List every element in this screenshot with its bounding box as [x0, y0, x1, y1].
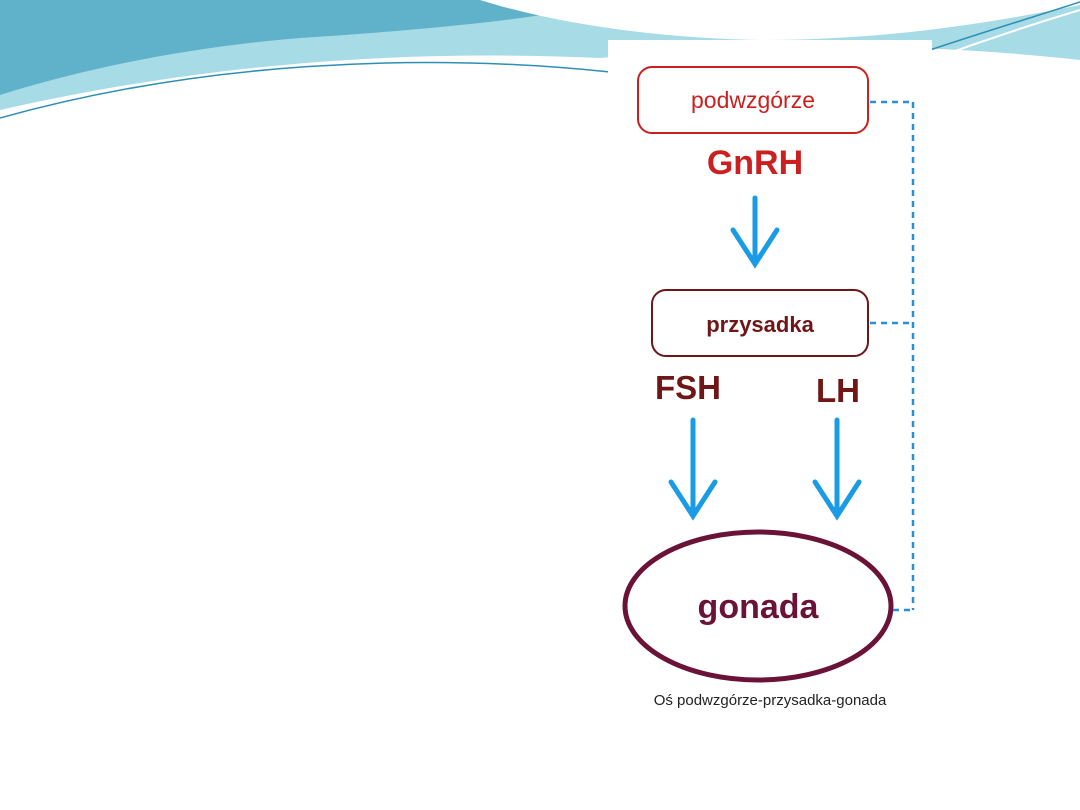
pituitary-label: przysadka: [706, 312, 814, 337]
wave-line-2: [929, 1, 1080, 51]
hpg-axis-diagram: podwzgórze GnRH przysadka FSH LH: [622, 66, 915, 683]
gnrh-label: GnRH: [707, 144, 803, 182]
wave-dark-band: [0, 0, 620, 95]
fsh-label: FSH: [655, 369, 721, 406]
gonad-ellipse: [622, 529, 894, 683]
header-wave-decoration: [0, 0, 1080, 119]
feedback-dashed-lines: [870, 100, 915, 612]
fsh-arrow: [668, 417, 718, 521]
hpg-axis-figure: podwzgórze GnRH przysadka FSH LH: [608, 40, 932, 716]
hypothalamus-box: [637, 66, 869, 134]
figure-caption: Oś podwzgórze-przysadka-gonada: [653, 692, 887, 709]
wave-white-swoosh: [480, 0, 1080, 40]
gonad-label: gonada: [698, 588, 820, 626]
pituitary-box: [651, 289, 869, 357]
lh-label: LH: [816, 372, 860, 409]
gnrh-arrow: [730, 195, 780, 269]
wave-line-3: [929, 9, 1080, 61]
wave-line-1: [0, 61, 611, 119]
hypothalamus-label: podwzgórze: [691, 87, 815, 113]
lh-arrow: [812, 417, 862, 521]
